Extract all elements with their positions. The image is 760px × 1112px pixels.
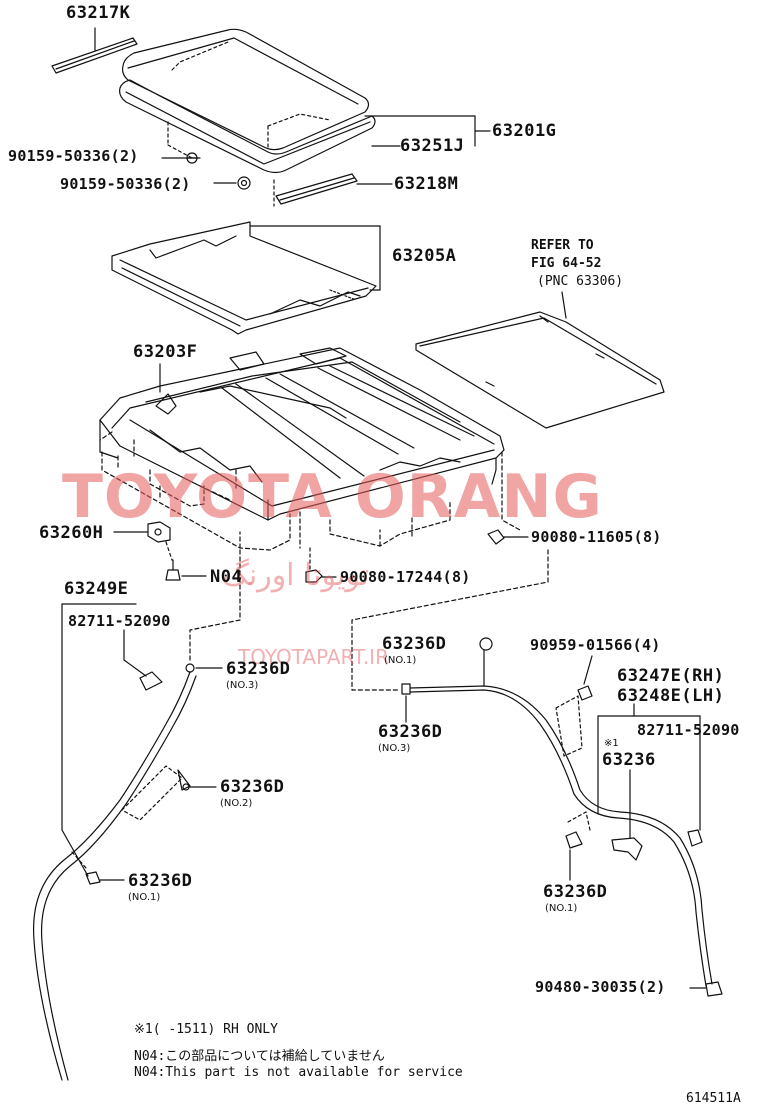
part-label-90080-17244: 90080-17244(8) [340,568,471,586]
nut-90080-17244 [305,547,337,583]
note-rh-only: ※1( -1511) RH ONLY [134,1022,278,1037]
part-label-63249E: 63249E [64,579,129,599]
glass-panel-63201G [121,28,370,151]
part-label-63236: 63236 [602,750,656,770]
part-label-63247E: 63247E(RH) [617,666,725,686]
watermark-site: TOYOTAPART.IR [238,645,389,669]
part-label-90159-lower: 90159-50336(2) [60,175,191,193]
part-label-63203F: 63203F [133,342,198,362]
sublabel-left-no3: (NO.3) [226,680,259,691]
glass-frame-63205A [111,221,377,335]
part-label-63218M: 63218M [394,174,459,194]
sublabel-left-no2: (NO.2) [220,798,253,809]
sunshade-panel [415,291,665,429]
weatherstrip-63251J [119,79,376,207]
right-hose-leaders [405,655,707,989]
part-label-63251J: 63251J [400,136,465,156]
left-hose-hidden [71,765,183,869]
housing-hidden-lines [99,431,521,551]
part-label-63236D-center-no3: 63236D [378,722,443,742]
refer-line-1: REFER TO [531,238,594,253]
part-label-82711-right: 82711-52090 [637,721,740,739]
part-label-63201G: 63201G [492,121,557,141]
part-label-90080-11605: 90080-11605(8) [531,528,662,546]
sublabel-center-no1: (NO.1) [384,655,417,666]
watermark-persian: تویوتا اورنگ [222,558,370,593]
sublabel-right-no1: (NO.1) [545,903,578,914]
right-hose-hidden [555,695,591,831]
sublabel-left-no1: (NO.1) [128,892,161,903]
part-label-90159-upper: 90159-50336(2) [8,147,139,165]
housing-frame-63203F [99,347,505,521]
part-label-63248E: 63248E(LH) [617,686,725,706]
part-label-63236D-left-no2: 63236D [220,777,285,797]
part-label-63217K: 63217K [66,3,131,23]
sublabel-mark1: ※1 [604,738,619,749]
refer-line-2: FIG 64-52 [531,256,602,271]
leader-lines-top [161,115,491,185]
part-label-82711-left: 82711-52090 [68,612,171,630]
part-label-63205A: 63205A [392,246,457,266]
clip-90080-11605 [487,529,529,545]
left-hose-leaders [61,603,223,881]
note-n04-english: N04:This part is not available for servi… [134,1065,463,1080]
part-label-63236D-right-no1: 63236D [543,882,608,902]
bolt-N04 [165,559,207,581]
drain-hose-right [401,637,723,997]
figure-id: 614511A [686,1091,741,1106]
note-n04-japanese: N04:この部品については補給していません [134,1049,385,1064]
part-label-63236D-center-no1: 63236D [382,634,447,654]
part-label-63260H: 63260H [39,523,104,543]
part-label-90959: 90959-01566(4) [530,636,661,654]
deflector-strip-63217K [51,27,138,74]
watermark-main: TOYOTA ORANG [62,462,603,532]
part-label-N04: N04 [210,567,243,587]
deflector-strip-63218M [275,173,358,205]
leader-63205A [249,225,381,291]
part-label-63236D-left-no3: 63236D [226,659,291,679]
bracket-63260H [113,521,173,561]
part-label-63236D-left-no1: 63236D [128,871,193,891]
nut-90159-lower [237,176,251,190]
sublabel-center-no3: (NO.3) [378,743,411,754]
part-label-90480: 90480-30035(2) [535,978,666,996]
refer-line-3: (PNC 63306) [537,274,624,289]
dashed-connectors [189,549,549,691]
